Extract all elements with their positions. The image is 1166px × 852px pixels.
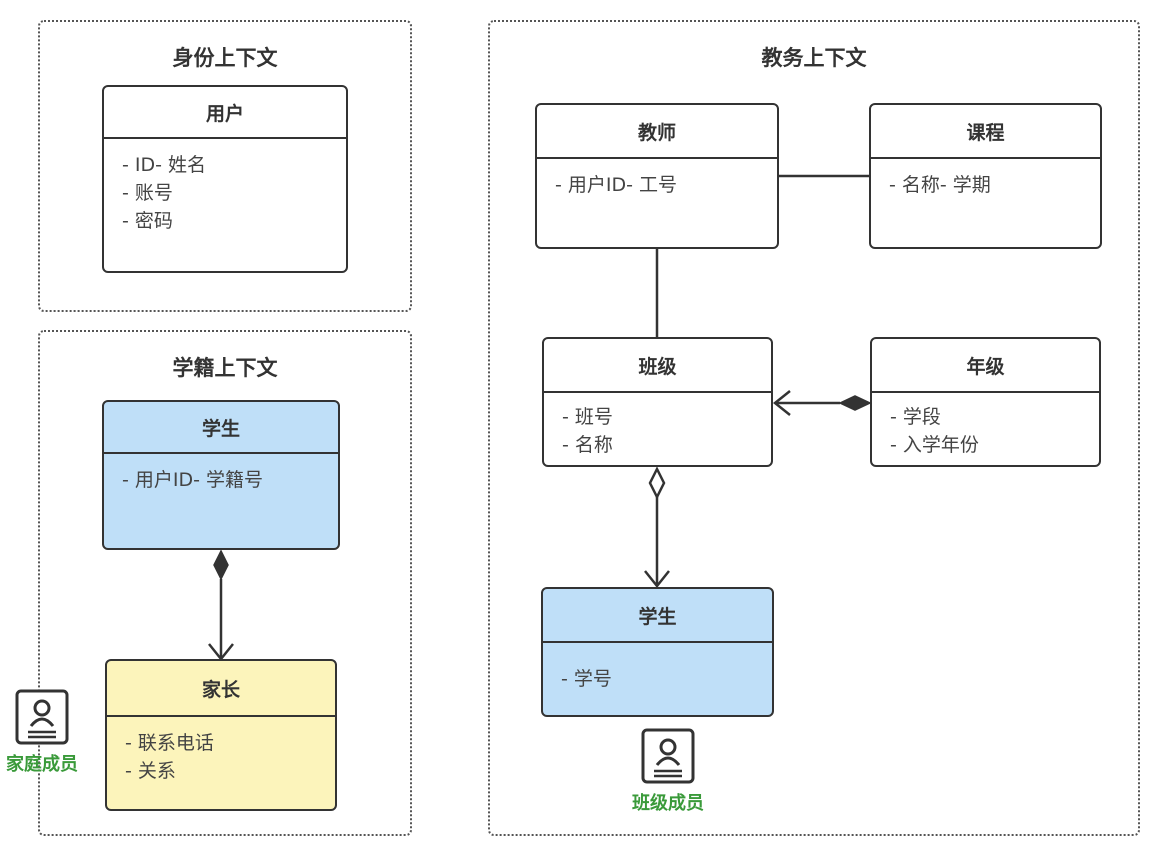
class-attributes: - 班号 - 名称 — [544, 393, 771, 459]
context-title: 教务上下文 — [761, 46, 867, 70]
attribute: - 账号 — [122, 182, 173, 204]
attribute: - 名称 — [562, 434, 613, 456]
class-attributes: - 用户ID- 学籍号 — [104, 454, 338, 494]
attribute: - 入学年份 — [890, 434, 979, 456]
class-name: 班级 — [544, 339, 771, 393]
class-student-academic[interactable]: 学生 - 学号 — [541, 587, 774, 717]
class-attributes: - 学号 — [543, 643, 772, 693]
class-grade[interactable]: 年级 - 学段 - 入学年份 — [870, 337, 1101, 467]
enrollment-context: 学籍上下文 — [38, 330, 412, 836]
attribute: - 联系电话 — [125, 732, 214, 754]
attribute: - 关系 — [125, 760, 176, 782]
attribute: - 用户ID- 工号 — [555, 174, 678, 196]
attribute: - 班号 — [562, 406, 613, 428]
member-card-icon — [15, 689, 69, 745]
class-course[interactable]: 课程 - 名称- 学期 — [869, 103, 1102, 249]
context-title: 身份上下文 — [172, 46, 278, 70]
context-title: 学籍上下文 — [172, 356, 278, 380]
class-attributes: - 联系电话 - 关系 — [107, 717, 335, 785]
family-member-badge: 家庭成员 — [0, 688, 84, 776]
attribute: - 名称- 学期 — [889, 174, 991, 196]
class-attributes: - 用户ID- 工号 — [537, 159, 777, 199]
class-name: 年级 — [872, 339, 1099, 393]
class-attributes: - 学段 - 入学年份 — [872, 393, 1099, 459]
class-teacher[interactable]: 教师 - 用户ID- 工号 — [535, 103, 779, 249]
class-user[interactable]: 用户 - ID- 姓名 - 账号 - 密码 — [102, 85, 348, 273]
class-parent[interactable]: 家长 - 联系电话 - 关系 — [105, 659, 337, 811]
attribute: - 学号 — [561, 668, 612, 690]
class-name: 教师 — [537, 105, 777, 159]
class-student-enrollment[interactable]: 学生 - 用户ID- 学籍号 — [102, 400, 340, 550]
class-name: 用户 — [104, 87, 346, 139]
academic-context: 教务上下文 — [488, 20, 1140, 836]
class-member-badge: 班级成员 — [618, 727, 718, 815]
attribute: - ID- 姓名 — [122, 154, 207, 176]
class-attributes: - 名称- 学期 — [871, 159, 1100, 199]
badge-label: 家庭成员 — [6, 754, 78, 775]
class-name: 课程 — [871, 105, 1100, 159]
member-card-icon — [641, 728, 695, 784]
attribute: - 学段 — [890, 406, 941, 428]
class-name: 学生 — [543, 589, 772, 643]
attribute: - 用户ID- 学籍号 — [122, 469, 264, 491]
badge-label: 班级成员 — [632, 793, 704, 814]
class-name: 家长 — [107, 661, 335, 717]
class-name: 学生 — [104, 402, 338, 454]
identity-context: 身份上下文 — [38, 20, 412, 312]
class-attributes: - ID- 姓名 - 账号 - 密码 — [104, 139, 346, 235]
attribute: - 密码 — [122, 210, 173, 232]
class-class[interactable]: 班级 - 班号 - 名称 — [542, 337, 773, 467]
